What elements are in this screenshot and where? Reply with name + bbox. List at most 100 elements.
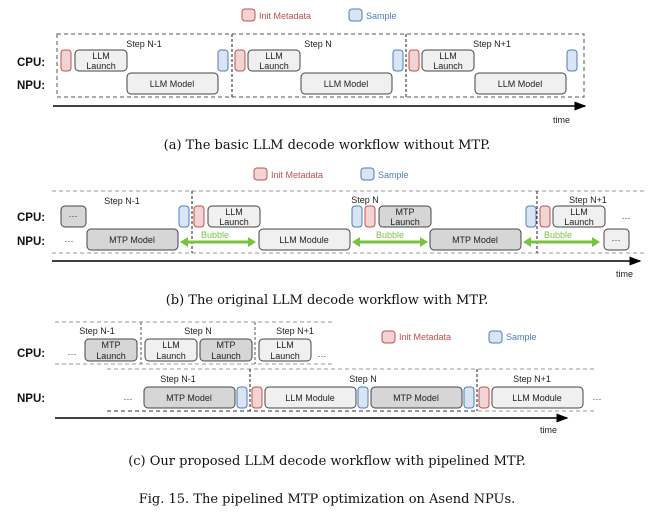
llm-launch-box (207, 205, 261, 228)
caption-b: (b) The original LLM decode workflow wit… (166, 293, 489, 308)
svg-text:···: ··· (612, 235, 621, 245)
svg-text:MTP Model: MTP Model (393, 393, 439, 403)
caption-a: (a) The basic LLM decode workflow withou… (164, 138, 491, 153)
svg-text:Init Metadata: Init Metadata (399, 332, 451, 342)
svg-text:LLM: LLM (92, 51, 110, 61)
legend-a: Init Metadata Sample (241, 8, 397, 22)
mtp-launch-box (84, 338, 138, 362)
svg-text:LLM: LLM (276, 340, 294, 350)
sample-block (351, 205, 363, 228)
init-metadata-legend-swatch (241, 8, 256, 22)
llm-model-box (126, 72, 219, 95)
svg-text:LLM Module: LLM Module (512, 393, 562, 403)
svg-text:···: ··· (69, 211, 78, 221)
ellipsis: ··· (622, 213, 631, 223)
time-label: time (540, 425, 557, 435)
svg-text:Launch: Launch (270, 351, 300, 361)
svg-text:Launch: Launch (211, 351, 241, 361)
sample-block (357, 386, 369, 409)
npu-row-label: NPU: (17, 393, 45, 405)
ellipsis: ··· (593, 394, 602, 404)
mtp-model-box (143, 386, 236, 409)
svg-text:Launch: Launch (259, 61, 289, 71)
svg-text:MTP Model: MTP Model (166, 393, 212, 403)
svg-text:LLM: LLM (570, 207, 588, 217)
svg-text:LLM: LLM (162, 340, 180, 350)
llm-model-box (300, 72, 393, 95)
sample-block (236, 386, 248, 409)
init-metadata-block (234, 49, 246, 72)
step-label: Step N+1 (513, 374, 551, 384)
mtp-model-box (429, 228, 522, 251)
init-metadata-legend-swatch (381, 330, 396, 344)
svg-text:Launch: Launch (564, 217, 594, 227)
svg-text:MTP Model: MTP Model (109, 235, 155, 245)
llm-module-box (264, 386, 357, 409)
panel-a: Init Metadata Sample CPU: NPU: Step N-1 … (17, 8, 587, 153)
panel-c: Init Metadata Sample CPU: NPU: Step N-1 … (17, 321, 602, 469)
step-label: Step N-1 (79, 326, 115, 336)
step-label: Step N+1 (569, 195, 607, 205)
llm-model-box (474, 72, 567, 95)
panel-b: Init Metadata Sample CPU: NPU: Step N-1 … (17, 167, 645, 308)
cpu-row-label: CPU: (17, 212, 45, 224)
sample-legend-swatch (488, 330, 503, 344)
sample-block (392, 49, 404, 72)
llm-module-box (258, 228, 351, 251)
ellipsis-box (60, 205, 87, 228)
cpu-row-label: CPU: (17, 57, 45, 69)
mtp-model-box (370, 386, 463, 409)
init-metadata-block (364, 205, 376, 228)
step-label: Step N (184, 326, 212, 336)
svg-text:Launch: Launch (96, 351, 126, 361)
svg-text:MTP: MTP (217, 340, 236, 350)
legend-init-metadata: Init Metadata (259, 11, 311, 21)
llm-launch-box (74, 49, 128, 72)
mtp-model-box (86, 228, 179, 251)
sample-block (463, 386, 475, 409)
step-label: Step N-1 (104, 196, 140, 206)
llm-launch-box (144, 338, 198, 362)
ellipsis: ··· (318, 351, 327, 361)
legend-c: Init Metadata Sample (381, 330, 537, 344)
llm-launch-box (247, 49, 301, 72)
svg-text:Sample: Sample (506, 332, 537, 342)
ellipsis: ··· (65, 236, 74, 246)
svg-text:LLM Model: LLM Model (150, 79, 195, 89)
step-label: Step N (304, 39, 332, 49)
sample-block (178, 205, 190, 228)
sample-legend-swatch (348, 8, 363, 22)
legend-b: Init Metadata Sample (253, 167, 409, 181)
bubble-arrow: Bubble (523, 230, 600, 247)
mtp-launch-box (199, 338, 253, 362)
step-label: Step N (351, 195, 379, 205)
sample-block (566, 49, 578, 72)
mtp-launch-box (378, 205, 432, 228)
svg-text:Launch: Launch (219, 217, 249, 227)
sample-legend-swatch (360, 167, 375, 181)
svg-text:LLM Model: LLM Model (498, 79, 543, 89)
cpu-row-label: CPU: (17, 348, 45, 360)
svg-text:LLM: LLM (225, 207, 243, 217)
step-frame (56, 33, 585, 98)
svg-text:MTP Model: MTP Model (452, 235, 498, 245)
svg-text:Bubble: Bubble (376, 230, 404, 240)
npu-row-label: NPU: (17, 80, 45, 92)
ellipsis-box (603, 228, 630, 251)
svg-text:Init Metadata: Init Metadata (271, 170, 323, 180)
step-label: Step N-1 (160, 374, 196, 384)
time-label: time (553, 115, 570, 125)
bubble-arrow: Bubble (352, 230, 428, 247)
svg-text:MTP: MTP (396, 207, 415, 217)
llm-launch-box (552, 205, 606, 228)
init-metadata-block (193, 205, 205, 228)
svg-text:MTP: MTP (102, 340, 121, 350)
sample-block (217, 49, 229, 72)
npu-row-label: NPU: (17, 236, 45, 248)
init-metadata-block (408, 49, 420, 72)
caption-c: (c) Our proposed LLM decode workflow wit… (128, 454, 526, 469)
svg-text:Bubble: Bubble (201, 230, 229, 240)
svg-text:LLM: LLM (439, 51, 457, 61)
init-metadata-block (251, 386, 263, 409)
ellipsis: ··· (124, 394, 133, 404)
